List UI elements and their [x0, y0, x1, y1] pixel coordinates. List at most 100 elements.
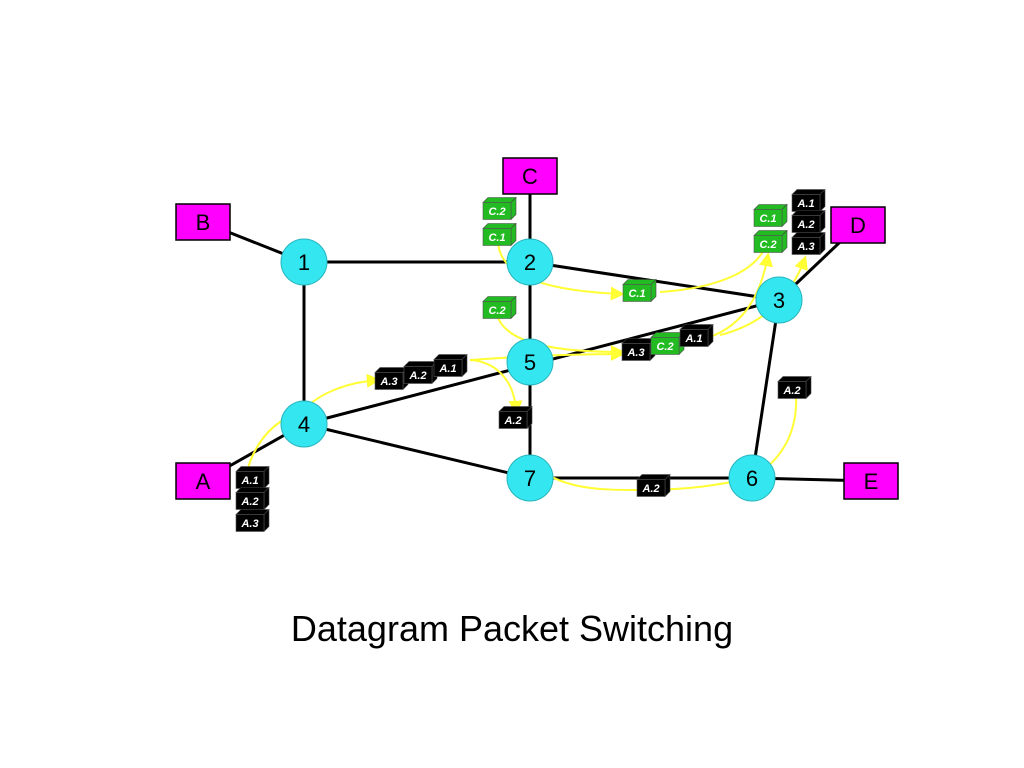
- packet-front: [403, 366, 433, 384]
- router-label: 3: [773, 288, 785, 313]
- packet-top: [482, 223, 517, 229]
- packet-front: [791, 237, 821, 255]
- router-5: 5: [506, 338, 554, 386]
- packet-a-2: A.2: [636, 473, 671, 498]
- packet-top: [498, 406, 533, 412]
- router-label: 6: [746, 466, 758, 491]
- packet-front: [753, 209, 783, 227]
- host-D: D: [830, 206, 886, 244]
- host-label: B: [196, 210, 211, 235]
- packet-label: A.2: [796, 219, 814, 231]
- router-3: 3: [755, 276, 803, 324]
- packet-label: A.1: [438, 363, 456, 375]
- link-3-6: [750, 299, 781, 479]
- host-C: C: [502, 157, 558, 195]
- packet-front: [679, 329, 709, 347]
- link-4-7: [303, 422, 531, 480]
- host-box: [830, 206, 886, 244]
- router-label: 5: [524, 350, 536, 375]
- packet-a-3: A.3: [235, 508, 270, 533]
- packet-label: A.2: [641, 483, 659, 495]
- packet-front: [621, 343, 651, 361]
- packet-top: [753, 204, 788, 210]
- diagram-title: Datagram Packet Switching: [290, 608, 734, 649]
- packet-top: [791, 210, 826, 216]
- host-label: C: [522, 164, 538, 189]
- router-2: 2: [506, 238, 554, 286]
- packet-top: [235, 487, 270, 493]
- packet-label: A.2: [503, 415, 521, 427]
- packet-a-1: A.1: [235, 465, 270, 490]
- packet-label: C.1: [488, 232, 505, 244]
- host-box: [175, 203, 231, 241]
- packet-a-2: A.2: [791, 209, 826, 234]
- packet-label: C.2: [488, 305, 505, 317]
- packet-label: A.1: [796, 198, 814, 210]
- packet-top: [650, 332, 685, 338]
- packet-front: [482, 228, 512, 246]
- router-1: 1: [280, 238, 328, 286]
- packet-top: [482, 197, 517, 203]
- packet-top: [622, 279, 657, 285]
- host-box: [502, 157, 558, 195]
- router-7: 7: [506, 454, 554, 502]
- packet-label: A.3: [626, 347, 644, 359]
- packet-a-2: A.2: [235, 486, 270, 511]
- router-circle: [506, 454, 554, 502]
- packet-top: [679, 324, 714, 330]
- packet-front: [482, 202, 512, 220]
- packet-label: A.1: [684, 333, 702, 345]
- router-circle: [728, 454, 776, 502]
- packet-c-1: C.1: [622, 278, 657, 303]
- packet-c-2: C.2: [650, 331, 685, 356]
- packet-a-2: A.2: [777, 375, 812, 400]
- host-box: [175, 462, 231, 500]
- packet-label: C.1: [759, 213, 776, 225]
- packet-c-2: C.2: [753, 229, 788, 254]
- packet-front: [650, 337, 680, 355]
- router-label: 1: [298, 250, 310, 275]
- packet-label: A.3: [796, 241, 814, 253]
- router-4: 4: [280, 400, 328, 448]
- host-box: [843, 462, 899, 500]
- packet-label: C.2: [656, 341, 673, 353]
- packet-c-2: C.2: [482, 295, 517, 320]
- packet-top: [791, 232, 826, 238]
- packet-a-2: A.2: [403, 360, 438, 385]
- packet-label: A.1: [240, 475, 258, 487]
- packet-label: C.2: [488, 206, 505, 218]
- packet-a-1: A.1: [791, 188, 826, 213]
- packet-front: [777, 381, 807, 399]
- packet-a-3: A.3: [621, 337, 656, 362]
- router-circle: [506, 238, 554, 286]
- packet-front: [235, 514, 265, 532]
- packet-a-1: A.1: [679, 323, 714, 348]
- host-B: B: [175, 203, 231, 241]
- packet-label: A.2: [240, 496, 258, 508]
- packet-front: [433, 359, 463, 377]
- host-label: A: [196, 469, 211, 494]
- router-6: 6: [728, 454, 776, 502]
- packet-front: [622, 284, 652, 302]
- host-label: E: [864, 469, 879, 494]
- path-5-split: [469, 359, 523, 415]
- router-circle: [755, 276, 803, 324]
- router-circle: [506, 338, 554, 386]
- packet-top: [235, 509, 270, 515]
- router-label: 2: [524, 250, 536, 275]
- packet-front: [498, 411, 528, 429]
- host-E: E: [843, 462, 899, 500]
- path-5-to-3: [469, 347, 625, 362]
- packet-a-1: A.1: [433, 353, 468, 378]
- packet-label: A.3: [240, 518, 258, 530]
- packet-front: [753, 235, 783, 253]
- nodes-layer: 1 2 3 4 5 6 7 A B C D E: [175, 157, 899, 502]
- packet-top: [636, 474, 671, 480]
- packet-top: [791, 189, 826, 195]
- packet-top: [482, 296, 517, 302]
- packet-a-3: A.3: [374, 366, 409, 391]
- packet-front: [374, 372, 404, 390]
- packet-top: [433, 354, 468, 360]
